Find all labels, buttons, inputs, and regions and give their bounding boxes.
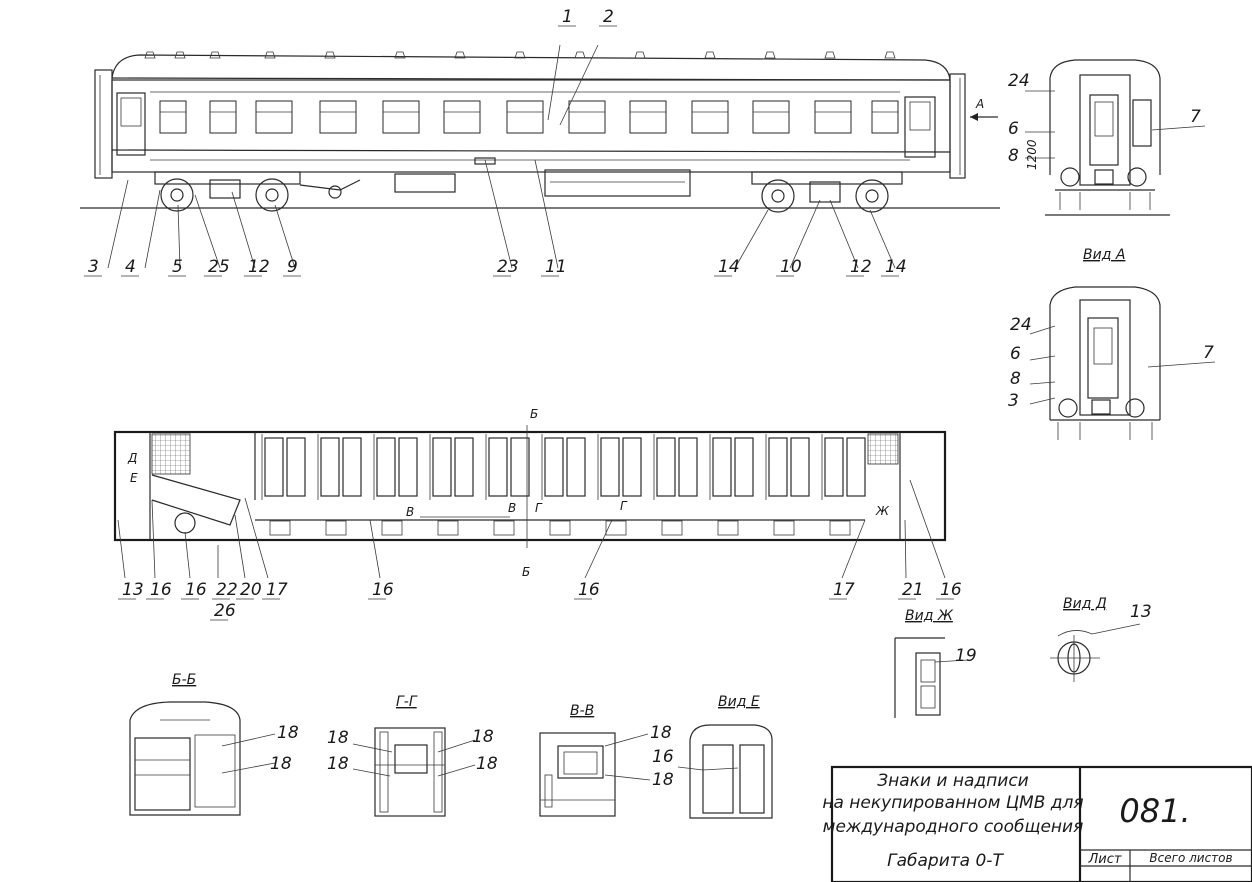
callout-16-plan-2: 16 <box>185 580 207 600</box>
section-mark-b-top: Б <box>530 407 538 421</box>
callout-25-side-5: 25 <box>208 257 230 277</box>
callout-16-plan-1: 16 <box>150 580 172 600</box>
title-line-3: международного сообщения <box>823 817 1084 837</box>
section-mark-g-right: Г <box>620 499 628 513</box>
callout-3-side-2: 3 <box>88 257 99 277</box>
callout-16-vid-e: 16 <box>652 747 674 767</box>
callout-1-side-0: 1 <box>562 7 573 27</box>
callout-14-side-10: 14 <box>718 257 740 277</box>
callout-12-side-12: 12 <box>850 257 872 277</box>
callout-21-plan-10: 21 <box>902 580 924 600</box>
callout-10-side-11: 10 <box>780 257 802 277</box>
section-bb-title: Б-Б <box>172 672 196 688</box>
end-top-callouts: 24 6 8 7 <box>1008 71 1206 166</box>
callout-8-end-top: 8 <box>1008 146 1019 166</box>
view-zh-title: Вид Ж <box>905 608 954 624</box>
callout-16-plan-7: 16 <box>372 580 394 600</box>
callout-17-plan-9: 17 <box>833 580 855 600</box>
callout-5-side-4: 5 <box>172 257 183 277</box>
section-mark-b-bottom: Б <box>522 565 530 579</box>
callout-18-gg-4: 18 <box>476 754 498 774</box>
section-mark-g-left: Г <box>535 501 543 515</box>
view-a-title: Вид А <box>1083 247 1125 263</box>
section-mark-v-left: В <box>406 505 414 519</box>
callout-2-side-1: 2 <box>603 7 614 27</box>
callout-18-bb-2: 18 <box>270 754 292 774</box>
view-a-marker: А <box>975 97 984 111</box>
title-line-2: на некупированном ЦМВ для <box>822 793 1083 813</box>
callout-23-side-8: 23 <box>497 257 519 277</box>
view-zh: Вид Ж 19 <box>894 608 977 718</box>
callout-24-view-a: 24 <box>1010 315 1032 335</box>
callout-16-plan-8: 16 <box>578 580 600 600</box>
view-a-callouts: 24 6 83 7 <box>1008 315 1216 411</box>
view-d-title: Вид Д <box>1063 596 1107 612</box>
view-d-marker: Д <box>127 451 137 465</box>
view-e-marker: Е <box>130 471 138 485</box>
callout-14-side-13: 14 <box>885 257 907 277</box>
total-sheets-label: Всего листов <box>1149 851 1232 865</box>
callout-18-gg-2: 18 <box>327 754 349 774</box>
gauge-label: Габарита 0-Т <box>887 851 1004 871</box>
callout-6-view-a: 6 <box>1010 344 1021 364</box>
view-a: Вид А 24 6 83 7 <box>1008 247 1216 440</box>
callout-12-side-6: 12 <box>248 257 270 277</box>
seat-rows <box>261 434 866 536</box>
title-line-1: Знаки и надписи <box>877 771 1028 791</box>
callout-18-bb-1: 18 <box>277 723 299 743</box>
left-bogie <box>154 171 361 212</box>
section-vv-title: В-В <box>570 703 594 719</box>
callout-13-plan-0: 13 <box>122 580 144 600</box>
end-view-top: 1200 24 6 8 7 <box>1008 59 1206 216</box>
callout-18-vv-2: 18 <box>652 770 674 790</box>
section-bb: Б-Б 18 18 <box>129 672 299 816</box>
sheet-number: 081. <box>1119 792 1190 830</box>
side-windows <box>159 100 899 134</box>
callout-18-gg-1: 18 <box>327 728 349 748</box>
title-block: Знаки и надписи на некупированном ЦМВ дл… <box>822 765 1252 882</box>
right-bogie <box>751 171 903 213</box>
callout-7-view-a: 7 <box>1203 343 1214 363</box>
view-e: Вид Е 16 <box>652 694 773 819</box>
callout-11-side-9: 11 <box>545 257 567 277</box>
section-vv: В-В 18 18 <box>539 703 674 817</box>
section-gg-title: Г-Г <box>396 694 418 710</box>
callout-8-view-a: 8 <box>1010 369 1021 389</box>
dimension-1200: 1200 <box>1025 139 1039 170</box>
callout-18-vv-1: 18 <box>650 723 672 743</box>
view-e-title: Вид Е <box>718 694 760 710</box>
callout-24-end-top: 24 <box>1008 71 1030 91</box>
section-gg: Г-Г 18 18 18 18 <box>327 694 498 817</box>
callout-3-view-a: 3 <box>1008 391 1019 411</box>
callout-9-side-7: 9 <box>287 257 298 277</box>
view-d: Вид Д 13 <box>1050 596 1152 682</box>
section-mark-v-right: В <box>508 501 516 515</box>
callout-20-plan-5: 20 <box>240 580 262 600</box>
callout-17-plan-6: 17 <box>266 580 288 600</box>
callout-22-plan-3: 22 <box>216 580 238 600</box>
callout-19: 19 <box>955 646 977 666</box>
callout-18-gg-3: 18 <box>472 727 494 747</box>
callout-26-plan-4: 26 <box>214 601 236 621</box>
callout-6-end-top: 6 <box>1008 119 1019 139</box>
roof-vents <box>144 51 896 59</box>
callout-7-end-top: 7 <box>1190 107 1201 127</box>
view-zh-marker: Ж <box>875 504 890 518</box>
callout-16-plan-11: 16 <box>940 580 962 600</box>
callout-4-side-3: 4 <box>125 257 136 277</box>
callout-13-vid-d: 13 <box>1130 602 1152 622</box>
sheet-label: Лист <box>1088 852 1122 867</box>
